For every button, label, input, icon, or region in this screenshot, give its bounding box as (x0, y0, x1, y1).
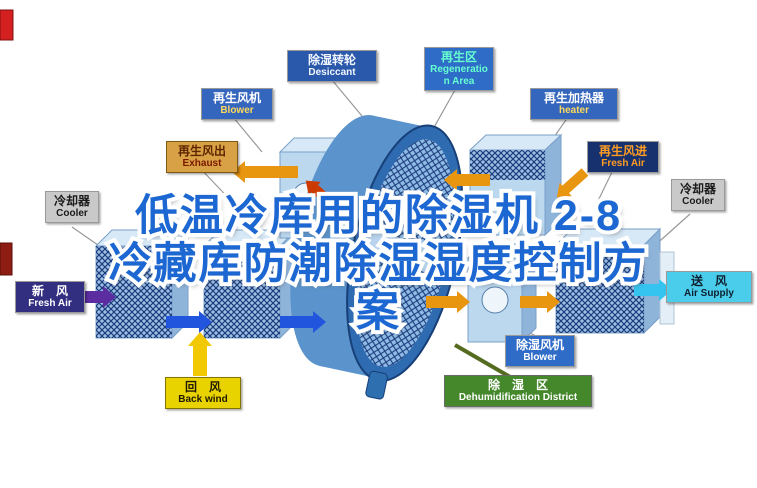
label-regen-blower-en: Blower (220, 105, 254, 117)
label-cooler-left-en: Cooler (56, 208, 88, 220)
label-dehumid-blower-zh: 除湿风机 (515, 338, 564, 352)
label-back-wind-en: Back wind (178, 394, 228, 406)
label-regen-fresh-air-zh: 再生风进 (598, 144, 647, 158)
arrow-back-wind-up (188, 332, 212, 376)
label-dehumid-district-zh: 除 湿 区 (487, 378, 548, 392)
arrow-regen-from-heater (556, 168, 589, 198)
label-regen-fresh-air-en: Fresh Air (601, 158, 645, 170)
label-cooler-right: 冷却器 Cooler (671, 179, 725, 211)
dehumid-fan-box (466, 242, 538, 344)
arrow-regen-into-wheel (444, 169, 490, 191)
label-regen-blower-zh: 再生风机 (212, 91, 261, 105)
label-regen-exhaust-en: Exhaust (182, 158, 222, 170)
arrow-process-1 (166, 311, 212, 333)
label-regen-heater: 再生加热器 heater (530, 88, 618, 120)
label-regen-heater-en: heater (558, 105, 589, 117)
label-air-supply-zh: 送 风 (690, 274, 727, 288)
label-regeneration-area: 再生区 Regeneration Area (424, 47, 494, 91)
arrow-air-supply (634, 279, 672, 301)
label-cooler-right-en: Cooler (682, 196, 714, 208)
label-cooler-left-zh: 冷却器 (53, 194, 90, 208)
label-fresh-air-zh: 新 风 (31, 284, 68, 298)
label-back-wind: 回 风 Back wind (165, 377, 241, 409)
arrow-regen-exhaust (232, 161, 298, 183)
ahu-box-right (554, 227, 662, 335)
label-dehumid-blower-en: Blower (523, 352, 557, 364)
desiccant-wheel (290, 115, 464, 400)
label-air-supply: 送 风 Air Supply (666, 271, 752, 303)
label-dehumid-blower: 除湿风机 Blower (505, 335, 575, 367)
label-air-supply-en: Air Supply (683, 288, 734, 300)
arrow-regen-up-left (305, 180, 338, 210)
label-regen-fresh-air: 再生风进 Fresh Air (587, 141, 659, 173)
label-dehumid-district-en: Dehumidification District (458, 392, 578, 404)
label-back-wind-zh: 回 风 (184, 380, 221, 394)
ahu-box-left-2 (202, 228, 298, 340)
label-cooler-right-zh: 冷却器 (679, 182, 716, 196)
callout-dehumid-district (453, 343, 514, 380)
edge-marker-top-left (0, 9, 14, 41)
label-regen-heater-zh: 再生加热器 (543, 91, 604, 105)
arrow-process-2 (280, 311, 326, 333)
label-desiccant-zh: 除湿转轮 (307, 53, 356, 67)
label-dehumid-district: 除 湿 区 Dehumidification District (444, 375, 592, 407)
label-cooler-left: 冷却器 Cooler (45, 191, 99, 223)
label-regen-blower: 再生风机 Blower (201, 88, 273, 120)
arrow-dry-air-2 (520, 291, 560, 313)
label-fresh-air-en: Fresh Air (28, 298, 72, 310)
label-regeneration-area-zh: 再生区 (440, 50, 477, 64)
label-regen-exhaust: 再生风出 Exhaust (166, 141, 238, 173)
label-regen-exhaust-zh: 再生风出 (177, 144, 226, 158)
label-fresh-air: 新 风 Fresh Air (15, 281, 85, 313)
label-desiccant-en: Desiccant (308, 67, 356, 79)
label-regeneration-area-en: Regeneration Area (430, 64, 488, 87)
arrow-fresh-air-in (80, 286, 116, 308)
arrow-dry-air-1 (426, 291, 470, 313)
edge-marker-left-mid (0, 242, 13, 276)
label-desiccant: 除湿转轮 Desiccant (287, 50, 377, 82)
